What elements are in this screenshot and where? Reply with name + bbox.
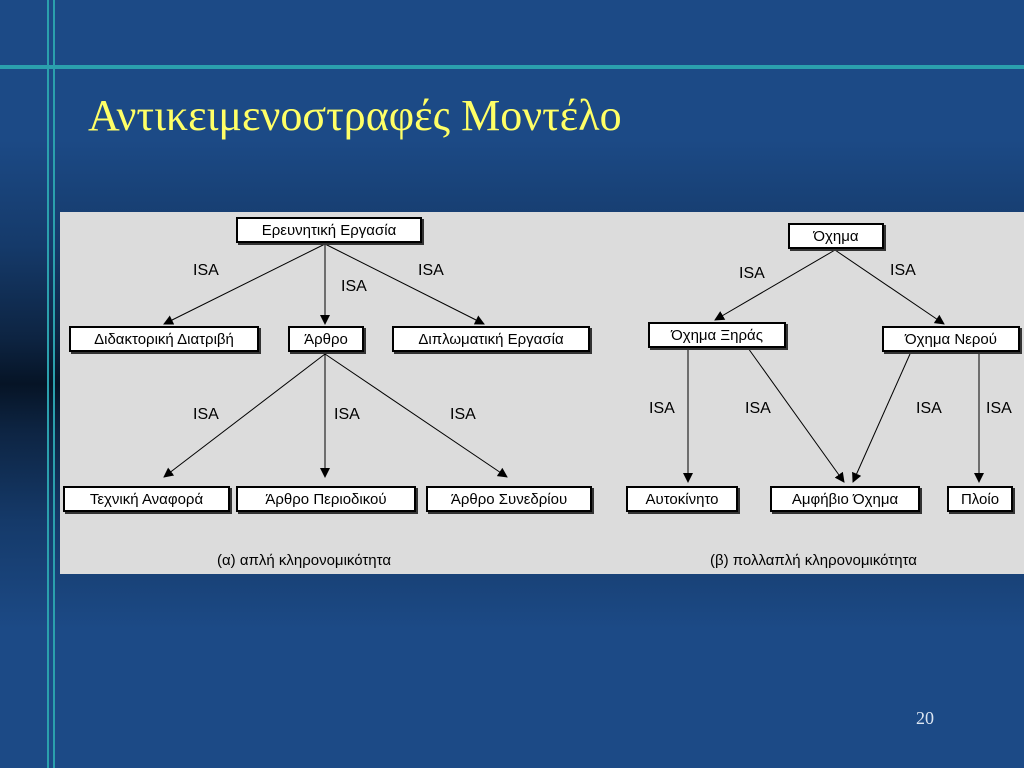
connector-root-diploma [324,243,485,325]
node-doctoral-thesis: Διδακτορική Διατριβή [69,326,259,352]
connector-water-amphibious [852,353,911,483]
diagram-panel: Ερευνητική Εργασία Διδακτορική Διατριβή … [60,212,1024,574]
isa-label: ISA [890,262,916,279]
connector-article-conference [324,353,508,478]
page-number: 20 [916,708,934,728]
diagram-connectors [163,243,984,483]
isa-label: ISA [334,406,360,423]
node-article: Άρθρο [288,326,364,352]
node-land-vehicle: Όχημα Ξηράς [648,322,786,348]
isa-label: ISA [450,406,476,423]
isa-label: ISA [193,406,219,423]
decor-vertical-line [47,0,49,768]
caption-simple-inheritance: (α) απλή κληρονομικότητα [217,552,391,569]
isa-label: ISA [986,400,1012,417]
decor-horizontal-line [0,65,1024,69]
node-water-vehicle: Όχημα Νερού [882,326,1020,352]
node-ship: Πλοίο [947,486,1013,512]
caption-multiple-inheritance: (β) πολλαπλή κληρονομικότητα [710,552,917,569]
node-journal-article: Άρθρο Περιοδικού [236,486,416,512]
isa-label: ISA [418,262,444,279]
isa-label: ISA [341,278,367,295]
isa-label: ISA [916,400,942,417]
connector-vehicle-land [714,249,836,321]
isa-label: ISA [739,265,765,282]
connector-root-doctoral [163,243,326,325]
connector-vehicle-water [834,249,945,325]
node-research-work: Ερευνητική Εργασία [236,217,422,243]
connector-land-amphibious [747,347,845,483]
node-car: Αυτοκίνητο [626,486,738,512]
connector-article-technical [163,353,326,478]
isa-label: ISA [745,400,771,417]
isa-label: ISA [193,262,219,279]
isa-label: ISA [649,400,675,417]
node-vehicle: Όχημα [788,223,884,249]
slide-title: Αντικειμενοστραφές Μοντέλο [88,91,622,140]
node-amphibious-vehicle: Αμφήβιο Όχημα [770,486,920,512]
decor-vertical-line [53,0,55,768]
node-conference-article: Άρθρο Συνεδρίου [426,486,592,512]
node-technical-report: Τεχνική Αναφορά [63,486,230,512]
node-diploma-work: Διπλωματική Εργασία [392,326,590,352]
